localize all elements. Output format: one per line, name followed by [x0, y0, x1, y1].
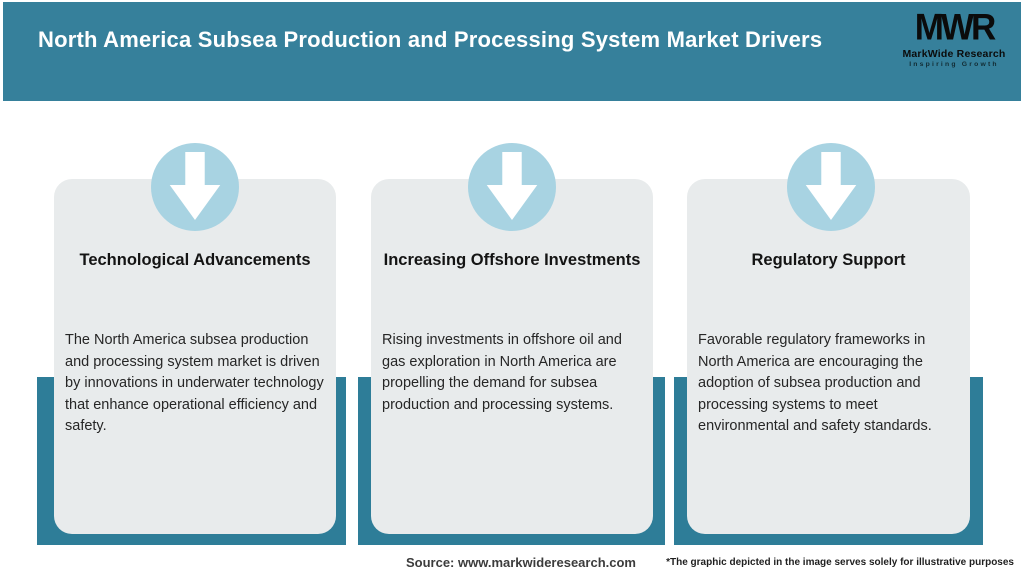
arrow-badge	[468, 143, 556, 231]
driver-card-regulatory-support: Regulatory Support Favorable regulatory …	[687, 179, 970, 534]
card-title: Technological Advancements	[79, 251, 311, 269]
arrow-badge	[151, 143, 239, 231]
down-arrow-icon	[169, 152, 221, 222]
disclaimer-text: *The graphic depicted in the image serve…	[666, 557, 1014, 568]
card-title: Increasing Offshore Investments	[383, 251, 641, 269]
driver-card-technological-advancements: Technological Advancements The North Ame…	[54, 179, 336, 534]
header-bar: North America Subsea Production and Proc…	[3, 2, 1021, 101]
source-text: Source: www.markwideresearch.com	[405, 555, 636, 570]
logo-name: MarkWide Research	[902, 48, 1006, 60]
logo-monogram: MWR	[914, 7, 996, 48]
card-body: The North America subsea production and …	[65, 332, 324, 434]
page-title: North America Subsea Production and Proc…	[38, 27, 823, 52]
card-body: Rising investments in offshore oil and g…	[382, 332, 622, 413]
driver-card-increasing-offshore-investments: Increasing Offshore Investments Rising i…	[371, 179, 653, 534]
card-title: Regulatory Support	[751, 251, 906, 269]
card-body: Favorable regulatory frameworks in North…	[698, 332, 932, 434]
arrow-badge	[787, 143, 875, 231]
markwide-logo: MWR MarkWide Research Inspiring Growth	[899, 7, 1009, 70]
down-arrow-icon	[805, 152, 857, 222]
down-arrow-icon	[486, 152, 538, 222]
logo-tagline: Inspiring Growth	[909, 61, 999, 68]
